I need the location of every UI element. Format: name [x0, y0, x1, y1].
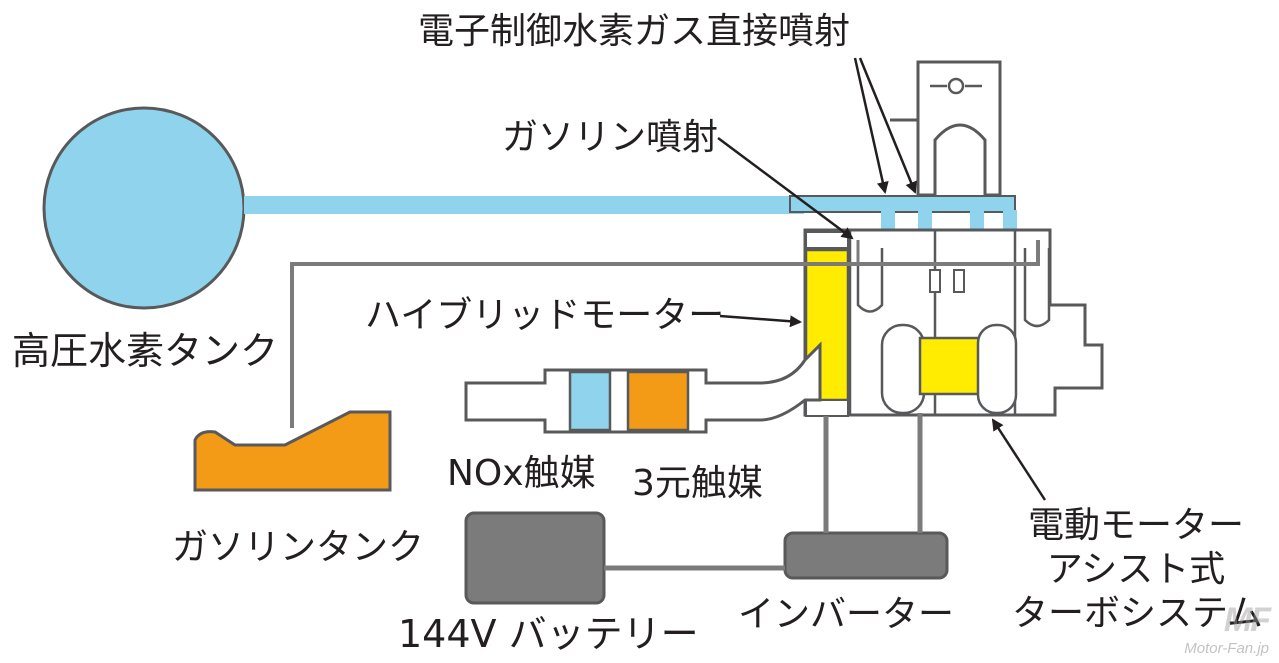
label-hybrid-motor: ハイブリッドモーター: [365, 295, 725, 336]
motor-bearing: [805, 231, 849, 249]
turbo-motor: [918, 336, 984, 396]
watermark-logo: MF: [1223, 601, 1271, 639]
direct-injection-arrow-2: [858, 57, 917, 194]
turbo-arrow: [991, 418, 1047, 501]
label-turbo-system: 電動モーター アシスト式 ターボシステム: [1012, 505, 1263, 634]
label-nox-catalyst: NOx触媒: [447, 453, 596, 494]
motor-bearing: [805, 399, 849, 417]
injector-stem: [918, 210, 932, 232]
gasoline-injection-arrow: [717, 136, 854, 240]
watermark: MF Motor-Fan.jp: [1184, 601, 1271, 657]
label-battery: 144V バッテリー: [398, 612, 699, 656]
hybrid-motor: [804, 248, 850, 402]
label-gasoline-injection: ガソリン噴射: [502, 117, 719, 158]
turbo-left-housing: [880, 323, 926, 415]
injector: [953, 269, 965, 293]
hydrogen-rail: [789, 195, 1016, 213]
nox-catalyst: [568, 370, 612, 432]
label-turbo-line3: ターボシステム: [1012, 593, 1263, 634]
inverter: [783, 531, 949, 580]
label-hydrogen-tank: 高圧水素タンク: [12, 329, 279, 373]
label-direct-injection: 電子制御水素ガス直接噴射: [418, 11, 851, 52]
label-inverter: インバーター: [738, 594, 955, 635]
injector-stem: [1003, 210, 1017, 232]
injector-stem: [970, 210, 984, 232]
direct-injection-arrow-1: [853, 57, 889, 194]
gasoline-tank: [193, 410, 392, 492]
label-turbo-line2: アシスト式: [1046, 549, 1226, 590]
turbo-right-housing: [976, 323, 1018, 415]
hybrid-motor-arrow: [719, 314, 802, 328]
battery: [464, 511, 606, 605]
label-gasoline-tank: ガソリンタンク: [172, 527, 425, 568]
injector-stem: [881, 210, 895, 232]
gasoline-line: [290, 240, 1040, 428]
hydrogen-tank: [42, 106, 246, 310]
three-way-catalyst: [626, 370, 690, 432]
hydrogen-line: [244, 196, 804, 214]
label-turbo-line1: 電動モーター: [1027, 505, 1244, 546]
crank-fork: [890, 60, 1002, 197]
fork-hole: [947, 77, 965, 95]
injector: [929, 269, 941, 293]
label-three-way-catalyst: 3元触媒: [632, 463, 763, 504]
watermark-url: Motor-Fan.jp: [1184, 640, 1269, 657]
